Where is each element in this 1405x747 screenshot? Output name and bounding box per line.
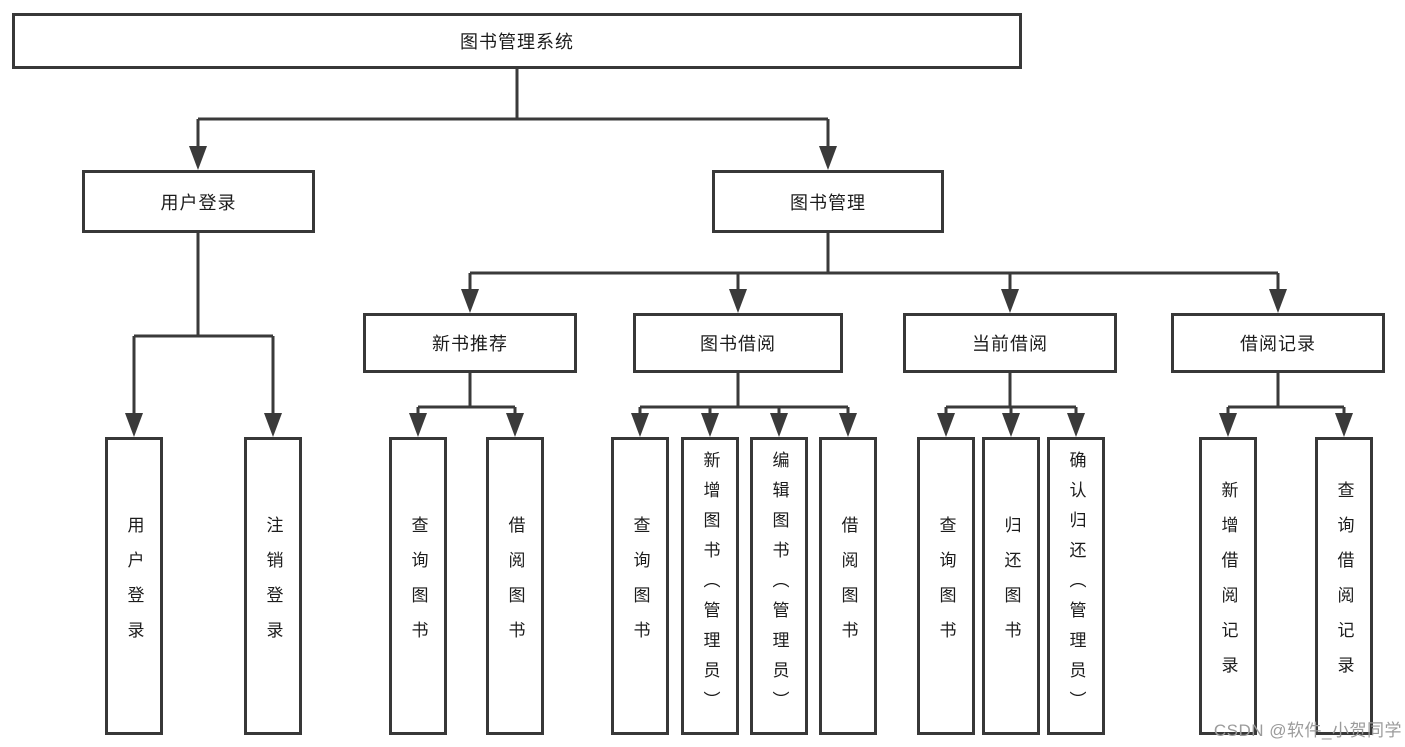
leaf-label: 编辑图书（管理员） bbox=[769, 451, 789, 721]
node-label: 图书管理系统 bbox=[460, 32, 574, 52]
node-user-login: 用户登录 bbox=[82, 170, 315, 233]
csdn-watermark: CSDN @软件_小贺同学 bbox=[1213, 721, 1402, 740]
leaf-label: 查询图书 bbox=[936, 516, 956, 656]
leaf-user-login: 用户登录 bbox=[105, 437, 163, 735]
leaf-query-books-2: 查询图书 bbox=[611, 437, 669, 735]
node-current-borrowing: 当前借阅 bbox=[903, 313, 1117, 373]
leaf-label: 借阅图书 bbox=[505, 516, 525, 656]
leaf-confirm-return-admin: 确认归还（管理员） bbox=[1047, 437, 1105, 735]
leaf-label: 查询借阅记录 bbox=[1334, 481, 1354, 691]
leaf-label: 注销登录 bbox=[263, 516, 283, 656]
node-label: 当前借阅 bbox=[972, 334, 1048, 354]
leaf-label: 查询图书 bbox=[408, 516, 428, 656]
leaf-query-books-3: 查询图书 bbox=[917, 437, 975, 735]
leaf-query-books-1: 查询图书 bbox=[389, 437, 447, 735]
node-label: 图书管理 bbox=[790, 192, 866, 213]
leaf-edit-books-admin: 编辑图书（管理员） bbox=[750, 437, 808, 735]
leaf-add-books-admin: 新增图书（管理员） bbox=[681, 437, 739, 735]
leaf-logout: 注销登录 bbox=[244, 437, 302, 735]
node-new-book-recommend: 新书推荐 bbox=[363, 313, 577, 373]
node-label: 图书借阅 bbox=[700, 334, 776, 354]
node-borrowing-records: 借阅记录 bbox=[1171, 313, 1385, 373]
node-book-borrowing: 图书借阅 bbox=[633, 313, 843, 373]
arrowheads bbox=[125, 146, 1353, 437]
leaf-borrow-books-1: 借阅图书 bbox=[486, 437, 544, 735]
node-label: 新书推荐 bbox=[432, 334, 508, 354]
leaf-label: 用户登录 bbox=[124, 516, 144, 656]
node-label: 用户登录 bbox=[160, 192, 237, 213]
leaf-label: 归还图书 bbox=[1001, 516, 1021, 656]
node-root-system: 图书管理系统 bbox=[12, 13, 1022, 69]
leaf-label: 查询图书 bbox=[630, 516, 650, 656]
leaf-label: 确认归还（管理员） bbox=[1066, 451, 1086, 721]
node-label: 借阅记录 bbox=[1240, 334, 1316, 354]
leaf-return-books: 归还图书 bbox=[982, 437, 1040, 735]
leaf-query-borrow-record: 查询借阅记录 bbox=[1315, 437, 1373, 735]
leaf-label: 新增图书（管理员） bbox=[700, 451, 720, 721]
node-book-management: 图书管理 bbox=[712, 170, 944, 233]
leaf-label: 借阅图书 bbox=[838, 516, 858, 656]
leaf-add-borrow-record: 新增借阅记录 bbox=[1199, 437, 1257, 735]
leaf-borrow-books-2: 借阅图书 bbox=[819, 437, 877, 735]
leaf-label: 新增借阅记录 bbox=[1218, 481, 1238, 691]
